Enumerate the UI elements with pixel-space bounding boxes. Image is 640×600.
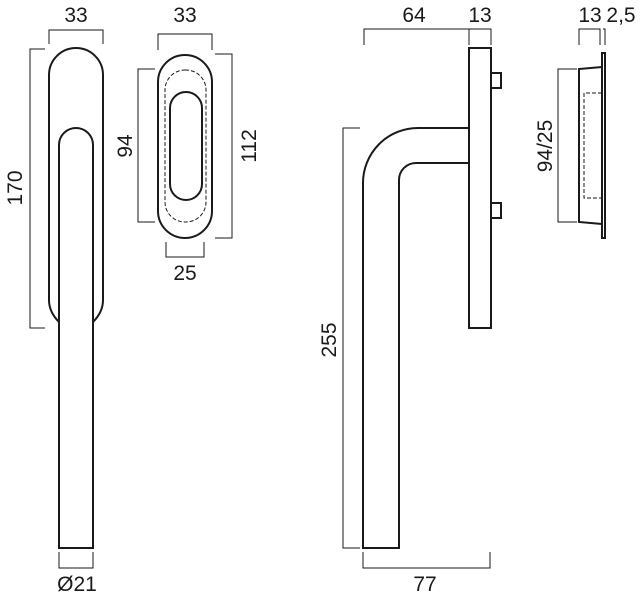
front-view-handle: 33 170 Ø21: [4, 4, 104, 596]
dimension-depth-label: 13: [578, 4, 601, 27]
mounting-pin-bottom: [490, 202, 502, 219]
dimension-size-label: 94/25: [534, 120, 557, 173]
rosette-outer-outline: [157, 54, 213, 239]
dimension-length-label: 255: [318, 322, 341, 357]
handle-stem-outline: [58, 127, 94, 549]
dimension-inner-width-bracket: [165, 242, 205, 258]
dimension-depth-bracket: [578, 28, 601, 45]
rosette-hidden-outline: [164, 69, 207, 223]
dimension-outer-height-label: 112: [238, 129, 261, 162]
dimension-inner-width-label: 25: [173, 262, 196, 285]
dimension-plate-thickness-bracket: [469, 28, 492, 45]
dimension-inner-height-label: 94: [114, 134, 137, 158]
rosette-body-outline: [578, 66, 603, 225]
dimension-reach-bracket: [362, 552, 491, 569]
dimension-diameter-bracket: [58, 552, 94, 569]
base-plate: [468, 47, 492, 329]
rosette-hidden-recess: [583, 92, 602, 199]
dimension-diameter-label: Ø21: [57, 573, 97, 596]
rosette-side-view: 13 2,5 94/25: [534, 4, 636, 239]
dimension-rosette-width-label: 33: [173, 4, 196, 27]
dimension-projection-label: 64: [402, 4, 426, 27]
dimension-length-bracket: [342, 127, 360, 549]
dimension-height-bracket: [29, 48, 45, 329]
rosette-inner-outline: [169, 91, 203, 201]
dimension-flange-label: 2,5: [606, 4, 635, 27]
handle-outer-outline: [48, 47, 104, 323]
mounting-pin-top: [490, 72, 502, 89]
dimension-flange-bracket: [603, 28, 606, 45]
dimension-outer-height-bracket: [215, 53, 233, 239]
rosette-flange: [601, 52, 606, 239]
dimension-rosette-width-bracket: [157, 33, 213, 50]
handle-lever-outline: [362, 127, 469, 549]
dimension-height-label: 170: [4, 170, 27, 205]
dimension-plate-thickness-label: 13: [468, 4, 491, 27]
dimension-inner-height-bracket: [137, 68, 155, 223]
dimension-reach-label: 77: [413, 573, 436, 596]
rosette-view: 33 94 112 25: [114, 4, 261, 285]
dimension-size-bracket: [557, 68, 577, 223]
dimension-projection-bracket: [363, 28, 470, 45]
side-view-handle: 64 13 255 77: [318, 4, 502, 596]
dimension-width-label: 33: [64, 4, 87, 27]
dimension-width-bracket: [48, 29, 104, 44]
